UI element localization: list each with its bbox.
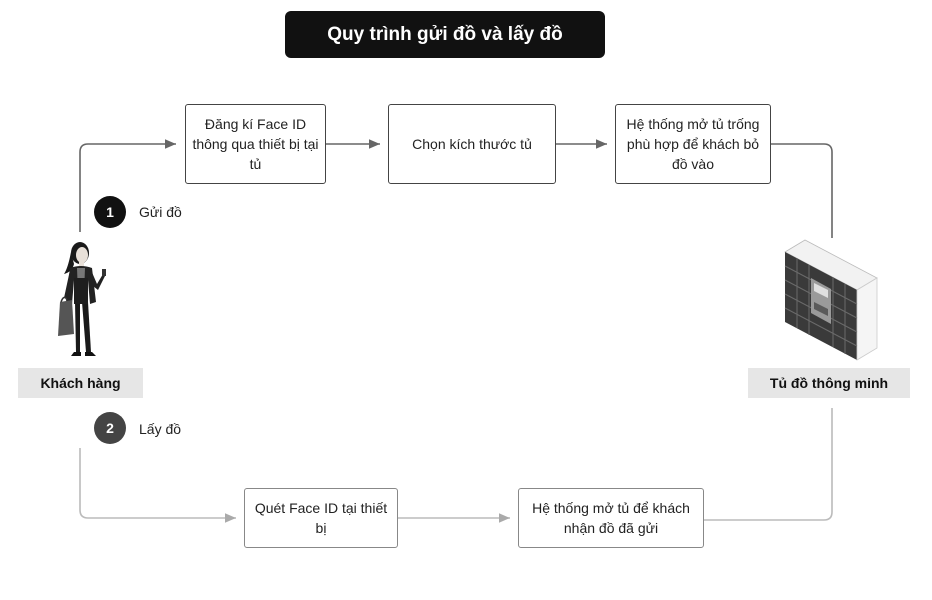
send-step-register-face-id: Đăng kí Face ID thông qua thiết bị tại t… [185, 104, 326, 184]
customer-figure-icon [58, 242, 106, 356]
step-1-badge: 1 [94, 196, 126, 228]
smart-locker-icon [784, 239, 878, 361]
actor-customer-label: Khách hàng [18, 368, 143, 398]
send-connector-start [79, 139, 176, 232]
pickup-connector-start [79, 448, 236, 523]
pickup-step-open-locker: Hệ thống mở tủ để khách nhận đồ đã gửi [518, 488, 704, 548]
send-connector-end [771, 143, 833, 238]
pickup-step-scan-face-id: Quét Face ID tại thiết bị [244, 488, 398, 548]
diagram-title: Quy trình gửi đồ và lấy đồ [285, 11, 605, 58]
step-2-badge: 2 [94, 412, 126, 444]
actor-locker-label: Tủ đồ thông minh [748, 368, 910, 398]
step-1-label: Gửi đồ [139, 204, 182, 220]
send-step-open-locker: Hệ thống mở tủ trống phù hợp để khách bỏ… [615, 104, 771, 184]
pickup-connector-end [704, 408, 833, 521]
send-step-choose-size: Chọn kích thước tủ [388, 104, 556, 184]
step-2-label: Lấy đồ [139, 421, 182, 437]
